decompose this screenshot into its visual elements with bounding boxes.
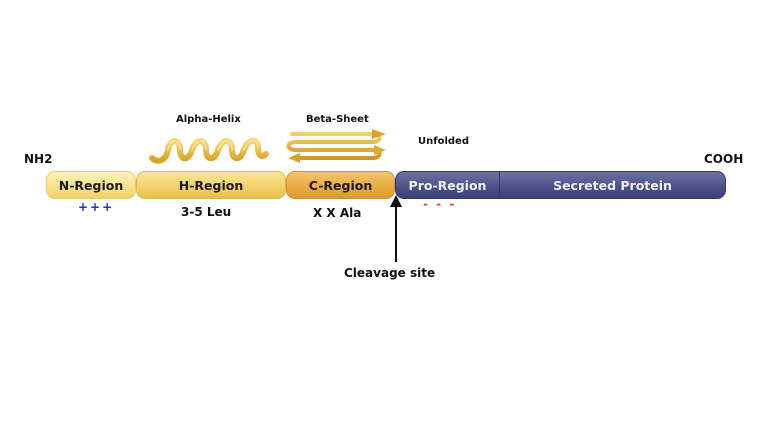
n-region-segment: N-Region [46, 171, 136, 199]
leu-label: 3-5 Leu [181, 205, 232, 219]
positive-charge-label: +++ [78, 200, 115, 214]
cooh-label: COOH [704, 152, 744, 166]
alpha-helix-icon [149, 137, 269, 164]
ala-label: X X Ala [313, 206, 362, 220]
c-region-segment: C-Region [286, 171, 395, 199]
nh2-label: NH2 [24, 152, 53, 166]
h-region-segment: H-Region [136, 171, 286, 199]
cleavage-arrow-icon [390, 195, 402, 262]
unfolded-label: Unfolded [418, 136, 469, 147]
pro-region-segment: Pro-Region [395, 171, 500, 199]
beta-sheet-icon [286, 129, 386, 163]
beta-sheet-label: Beta-Sheet [306, 114, 369, 125]
negative-charge-label: - - - [423, 197, 457, 211]
secreted-protein-segment: Secreted Protein [499, 171, 726, 199]
cleavage-site-label: Cleavage site [344, 266, 436, 280]
alpha-helix-label: Alpha-Helix [176, 114, 241, 125]
